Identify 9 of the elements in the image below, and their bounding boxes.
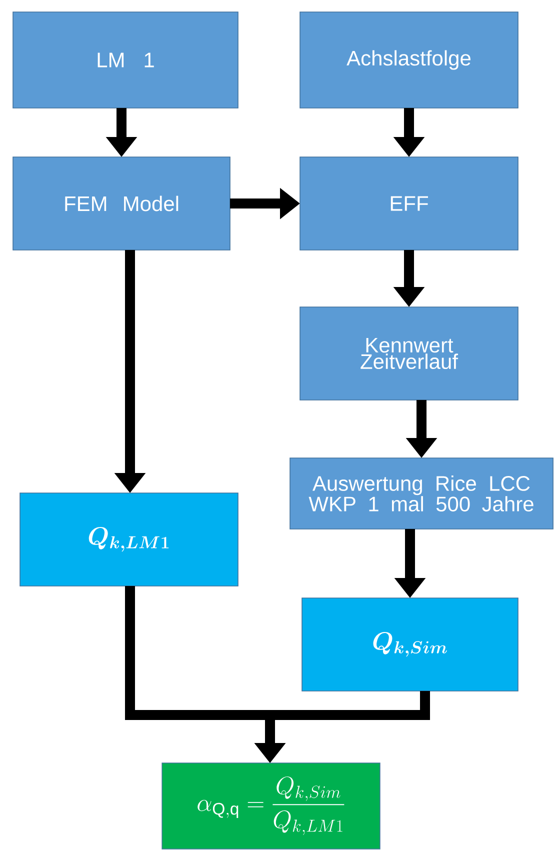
result-box: $Q_{k,Sim}$	[302, 598, 518, 692]
process-box: LM 1	[12, 12, 238, 108]
result-box: $Q_{k,LM1}$	[20, 492, 238, 586]
process-box: Kennwert Zeitverlauf	[300, 306, 518, 400]
process-box: Achslastfolge	[300, 12, 518, 108]
process-box: Auswertung Rice LCC WKP 1 mal 500 Jahre	[290, 458, 554, 530]
formula-box: $\alpha_{\mathrm{Q,q}} = \frac{Q_{k,Sim}}{Q_{k,LM1}}$	[162, 762, 380, 850]
process-box: EFF	[300, 156, 518, 250]
process-box: FEM Model	[12, 156, 230, 250]
